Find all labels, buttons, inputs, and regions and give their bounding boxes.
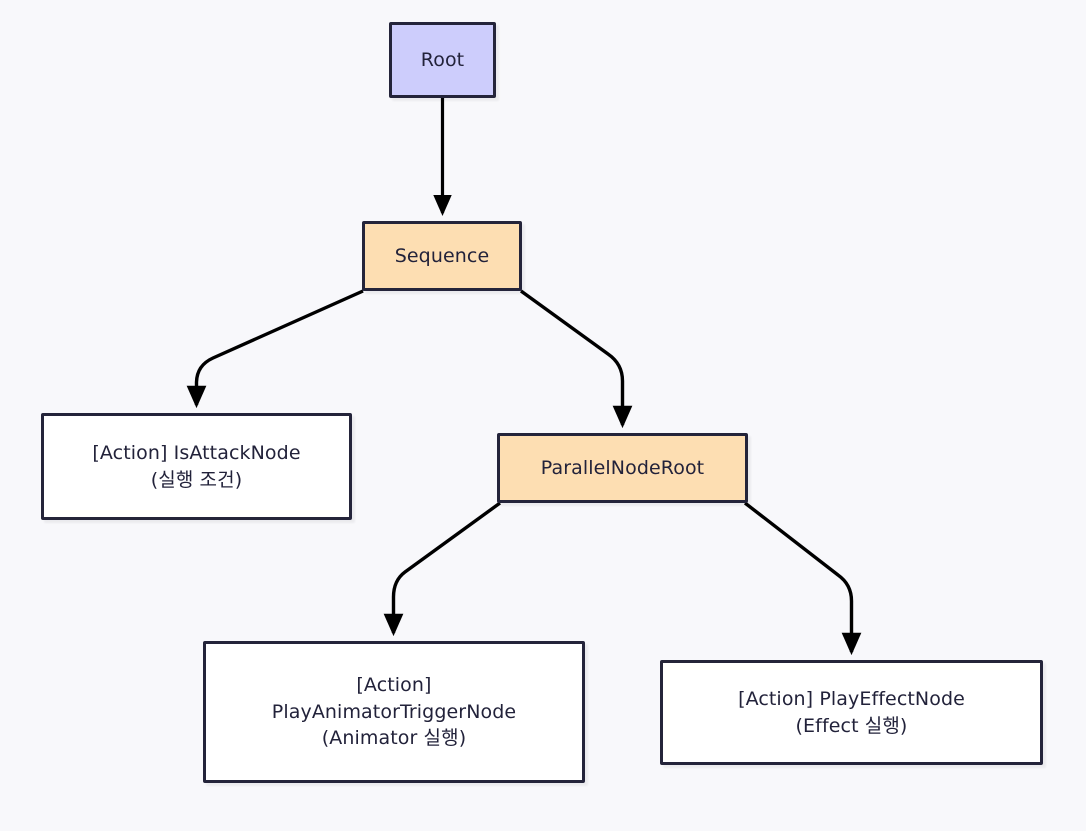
edge-parallel-to-playanimator [383,501,501,637]
edge-sequence-to-parallel [520,289,633,429]
node-play-animator-trigger-node-label-line-2: PlayAnimatorTriggerNode [271,700,517,723]
node-sequence[interactable]: Sequence [362,221,522,291]
node-root[interactable]: Root [389,22,496,98]
node-parallel-node-root[interactable]: ParallelNodeRoot [497,433,748,503]
node-play-animator-trigger-node-label-line-3: (Animator 실행) [321,727,467,750]
node-is-attack-node[interactable]: [Action] IsAttackNode (실행 조건) [41,413,352,520]
node-play-animator-trigger-node[interactable]: [Action] PlayAnimatorTriggerNode (Animat… [203,641,585,783]
node-play-effect-node-label-line-1: [Action] PlayEffectNode [738,687,965,710]
node-parallel-node-root-label-line-1: ParallelNodeRoot [540,456,705,479]
node-play-effect-node[interactable]: [Action] PlayEffectNode (Effect 실행) [660,660,1043,765]
edge-parallel-to-playeffect [743,501,862,656]
node-sequence-label-line-1: Sequence [394,244,490,267]
node-is-attack-node-label-line-1: [Action] IsAttackNode [92,441,301,464]
node-root-label-line-1: Root [420,48,465,71]
node-play-effect-node-label-line-2: (Effect 실행) [795,714,908,737]
node-play-animator-trigger-node-label-line-1: [Action] [356,673,432,696]
edge-sequence-to-isattack [186,289,364,409]
node-is-attack-node-label-line-2: (실행 조건) [150,468,243,491]
